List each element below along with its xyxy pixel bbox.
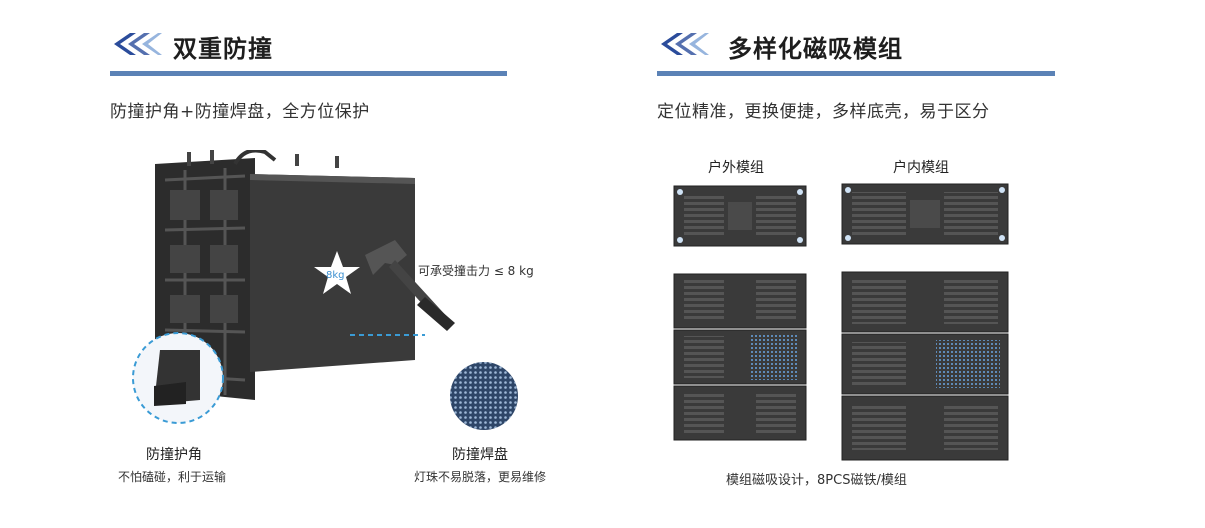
star-icon [314,251,360,294]
chevron-icon [114,33,162,55]
star-weight-label: 8kg [326,270,345,281]
pad-zoom-circle [450,362,518,430]
pad-protection-desc: 灯珠不易脱落，更易维修 [414,470,547,484]
magnetic-module-caption: 模组磁吸设计，8PCS磁铁/模组 [726,473,907,488]
corner-protection-label: 防撞护角 [146,447,202,463]
right-title-rule [657,71,1055,76]
hammer-icon [365,240,455,331]
left-section-title: 双重防撞 [173,35,273,63]
right-section-title: 多样化磁吸模组 [728,35,903,63]
impact-force-label: 可承受撞击力 ≤ 8 kg [418,264,534,278]
outdoor-module-label: 户外模组 [708,160,764,176]
indoor-module-label: 户内模组 [893,160,949,176]
right-subtitle: 定位精准，更换便捷，多样底壳，易于区分 [657,102,990,122]
corner-zoom-circle [132,332,224,424]
left-subtitle: 防撞护角+防撞焊盘，全方位保护 [110,102,370,122]
left-title-rule [110,71,507,76]
chevron-icon [661,33,709,55]
pad-protection-label: 防撞焊盘 [452,447,508,463]
module-illustration [673,183,1009,461]
corner-protection-desc: 不怕磕碰，利于运输 [118,470,227,484]
